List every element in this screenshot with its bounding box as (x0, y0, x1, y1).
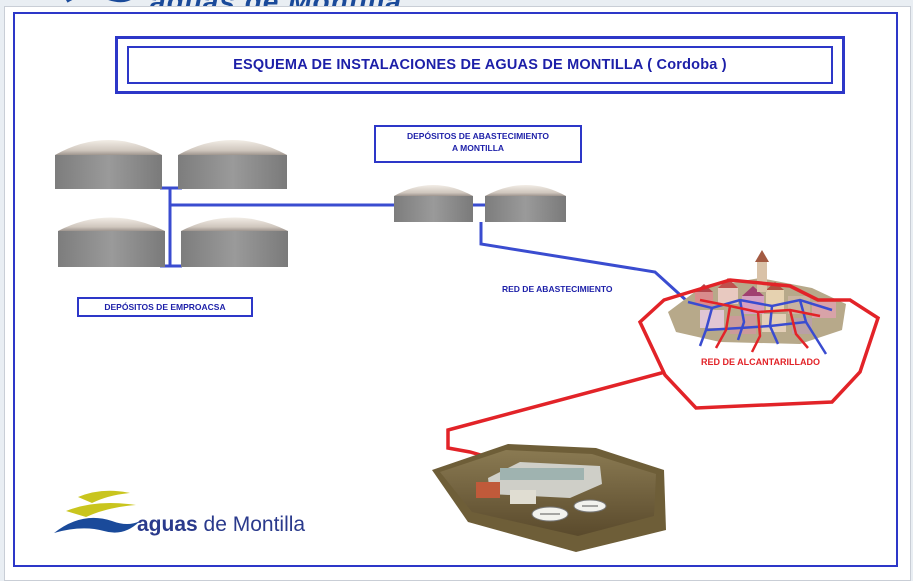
title-inner-border: ESQUEMA DE INSTALACIONES DE AGUAS DE MON… (127, 46, 833, 84)
supply-network-label: RED DE ABASTECIMIENTO (502, 284, 613, 294)
supply-tanks-label: DEPÓSITOS DE ABASTECIMIENTO A MONTILLA (374, 125, 582, 163)
diagram-frame (13, 12, 898, 567)
supply-tank-1 (394, 185, 473, 222)
bottom-logo-word-rest: de Montilla (197, 513, 306, 536)
emproacsa-tank-4 (181, 217, 288, 267)
emproacsa-tank-1 (55, 140, 162, 189)
supply-network-pipe (479, 222, 690, 304)
sewer-network-outline (637, 278, 881, 410)
bottom-logo-text: aguas de Montilla (137, 513, 305, 537)
title-box: ESQUEMA DE INSTALACIONES DE AGUAS DE MON… (115, 36, 845, 94)
supply-tank-2 (485, 185, 566, 222)
supply-tanks-label-line1: DEPÓSITOS DE ABASTECIMIENTO (406, 131, 549, 141)
treatment-plant-illustration (432, 444, 666, 552)
bottom-logo-word-aguas: aguas (137, 513, 198, 536)
emproacsa-tanks-label: DEPÓSITOS DE EMPROACSA (77, 297, 253, 317)
emproacsa-tank-2 (178, 140, 287, 189)
emproacsa-tank-3 (58, 217, 165, 267)
emproacsa-tanks-label-text: DEPÓSITOS DE EMPROACSA (104, 302, 226, 312)
sewer-network-label: RED DE ALCANTARILLADO (701, 357, 820, 367)
town-illustration (668, 250, 846, 344)
diagram-title: ESQUEMA DE INSTALACIONES DE AGUAS DE MON… (233, 57, 727, 73)
supply-tanks-label-line2: A MONTILLA (451, 143, 505, 153)
aguas-de-montilla-logo-icon (54, 490, 140, 533)
town-sewer-streets (699, 298, 821, 353)
